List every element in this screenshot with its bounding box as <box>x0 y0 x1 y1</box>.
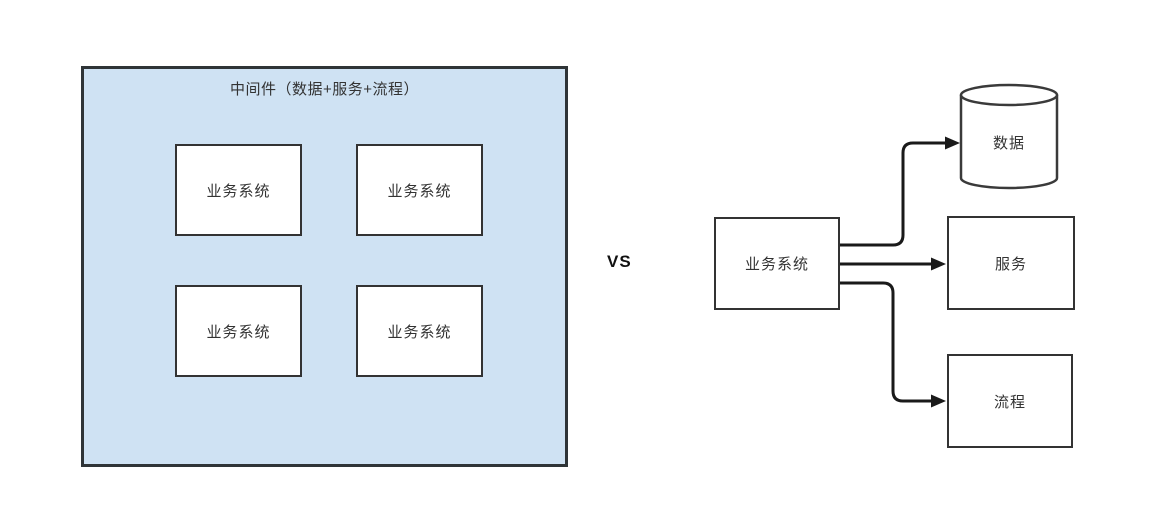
process-label: 流程 <box>993 393 1026 411</box>
business-system-label: 业务系统 <box>206 323 271 341</box>
business-system-box: 业务系统 <box>175 285 302 377</box>
vs-label: VS <box>607 252 632 271</box>
service-box: 服务 <box>947 216 1075 310</box>
middleware-container: 中间件（数据+服务+流程） 业务系统 业务系统 业务系统 业务系统 <box>81 66 568 467</box>
business-system-label: 业务系统 <box>206 182 271 200</box>
process-box: 流程 <box>947 354 1073 448</box>
data-store-label: 数据 <box>992 134 1025 152</box>
business-system-source-box: 业务系统 <box>714 217 840 310</box>
business-system-source-label: 业务系统 <box>744 256 809 273</box>
middleware-title: 中间件（数据+服务+流程） <box>229 81 420 98</box>
service-label: 服务 <box>994 255 1027 273</box>
arrow-to-process <box>838 281 946 408</box>
business-system-box: 业务系统 <box>175 144 302 236</box>
business-system-label: 业务系统 <box>387 182 452 200</box>
business-system-box: 业务系统 <box>356 144 483 236</box>
arrow-to-data <box>838 136 960 247</box>
arrow-to-service <box>838 257 946 271</box>
business-system-box: 业务系统 <box>356 285 483 377</box>
business-system-label: 业务系统 <box>387 323 452 341</box>
